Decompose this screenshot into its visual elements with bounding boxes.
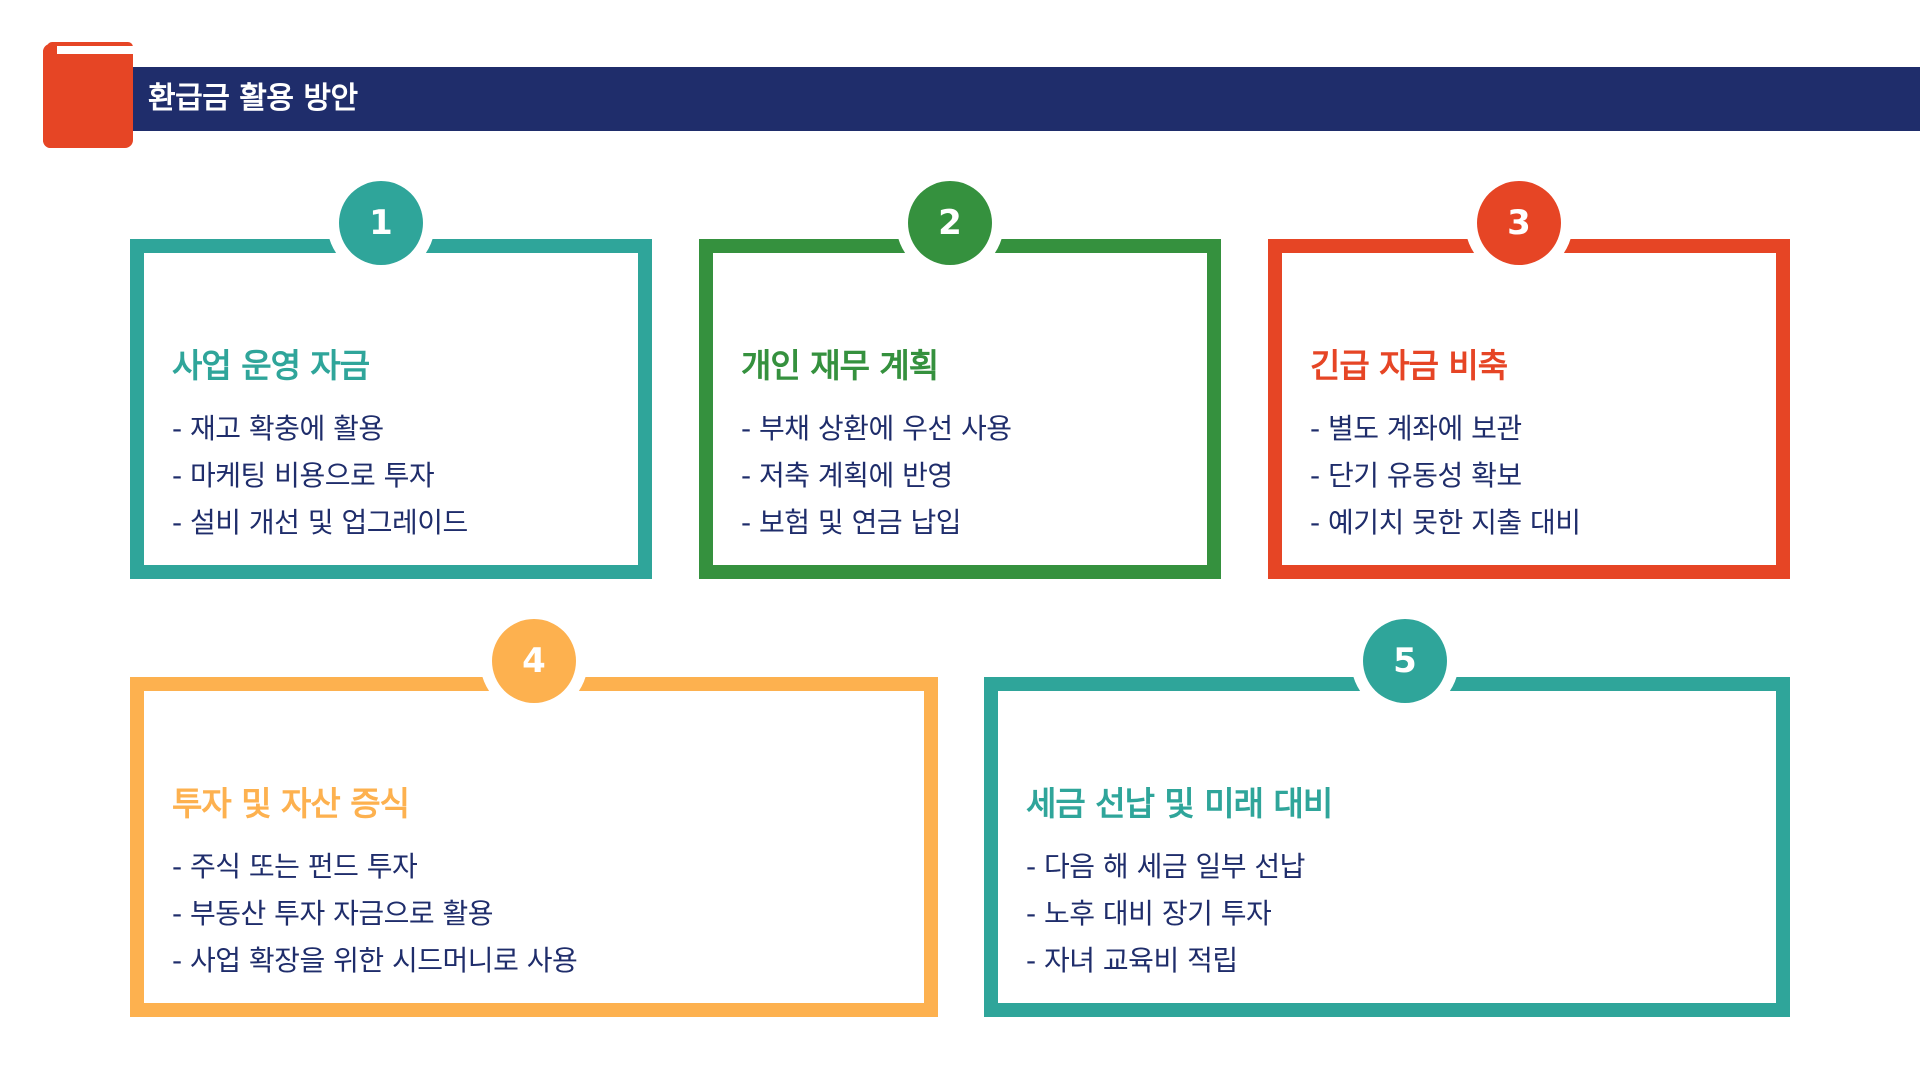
card-list: - 별도 계좌에 보관 - 단기 유동성 확보 - 예기치 못한 지출 대비 xyxy=(1310,405,1581,546)
list-item: - 부동산 투자 자금으로 활용 xyxy=(172,897,494,930)
card-personal-finance: 2 개인 재무 계획 - 부채 상환에 우선 사용 - 저축 계획에 반영 - … xyxy=(699,181,1221,579)
card-investment: 4 투자 및 자산 증식 - 주식 또는 펀드 투자 - 부동산 투자 자금으로… xyxy=(130,619,938,1017)
card-title: 개인 재무 계획 xyxy=(741,346,939,385)
list-item: - 예기치 못한 지출 대비 xyxy=(1310,506,1581,539)
card-list: - 부채 상환에 우선 사용 - 저축 계획에 반영 - 보험 및 연금 납입 xyxy=(741,405,1012,546)
list-item: - 마케팅 비용으로 투자 xyxy=(172,459,435,492)
card-number-badge: 2 xyxy=(908,181,992,265)
list-item: - 사업 확장을 위한 시드머니로 사용 xyxy=(172,944,578,977)
card-number-badge: 1 xyxy=(339,181,423,265)
card-title: 긴급 자금 비축 xyxy=(1310,346,1508,385)
list-item: - 재고 확충에 활용 xyxy=(172,412,384,445)
card-list: - 주식 또는 펀드 투자 - 부동산 투자 자금으로 활용 - 사업 확장을 … xyxy=(172,843,578,984)
header-bar xyxy=(132,67,1920,131)
list-item: - 노후 대비 장기 투자 xyxy=(1026,897,1272,930)
list-item: - 별도 계좌에 보관 xyxy=(1310,412,1522,445)
list-item: - 설비 개선 및 업그레이드 xyxy=(172,506,468,539)
card-number-badge: 5 xyxy=(1363,619,1447,703)
list-item: - 다음 해 세금 일부 선납 xyxy=(1026,850,1305,883)
list-item: - 저축 계획에 반영 xyxy=(741,459,953,492)
book-icon xyxy=(43,42,133,148)
card-title: 투자 및 자산 증식 xyxy=(172,784,410,823)
list-item: - 자녀 교육비 적립 xyxy=(1026,944,1238,977)
card-list: - 재고 확충에 활용 - 마케팅 비용으로 투자 - 설비 개선 및 업그레이… xyxy=(172,405,468,546)
list-item: - 주식 또는 펀드 투자 xyxy=(172,850,418,883)
card-list: - 다음 해 세금 일부 선납 - 노후 대비 장기 투자 - 자녀 교육비 적… xyxy=(1026,843,1305,984)
card-number-badge: 4 xyxy=(492,619,576,703)
card-title: 사업 운영 자금 xyxy=(172,346,370,385)
list-item: - 보험 및 연금 납입 xyxy=(741,506,962,539)
card-tax-prepayment: 5 세금 선납 및 미래 대비 - 다음 해 세금 일부 선납 - 노후 대비 … xyxy=(984,619,1790,1017)
list-item: - 단기 유동성 확보 xyxy=(1310,459,1522,492)
page-title: 환급금 활용 방안 xyxy=(148,81,358,116)
card-number-badge: 3 xyxy=(1477,181,1561,265)
card-title: 세금 선납 및 미래 대비 xyxy=(1026,784,1333,823)
card-emergency-funds: 3 긴급 자금 비축 - 별도 계좌에 보관 - 단기 유동성 확보 - 예기치… xyxy=(1268,181,1790,579)
list-item: - 부채 상환에 우선 사용 xyxy=(741,412,1012,445)
card-business-funds: 1 사업 운영 자금 - 재고 확충에 활용 - 마케팅 비용으로 투자 - 설… xyxy=(130,181,652,579)
